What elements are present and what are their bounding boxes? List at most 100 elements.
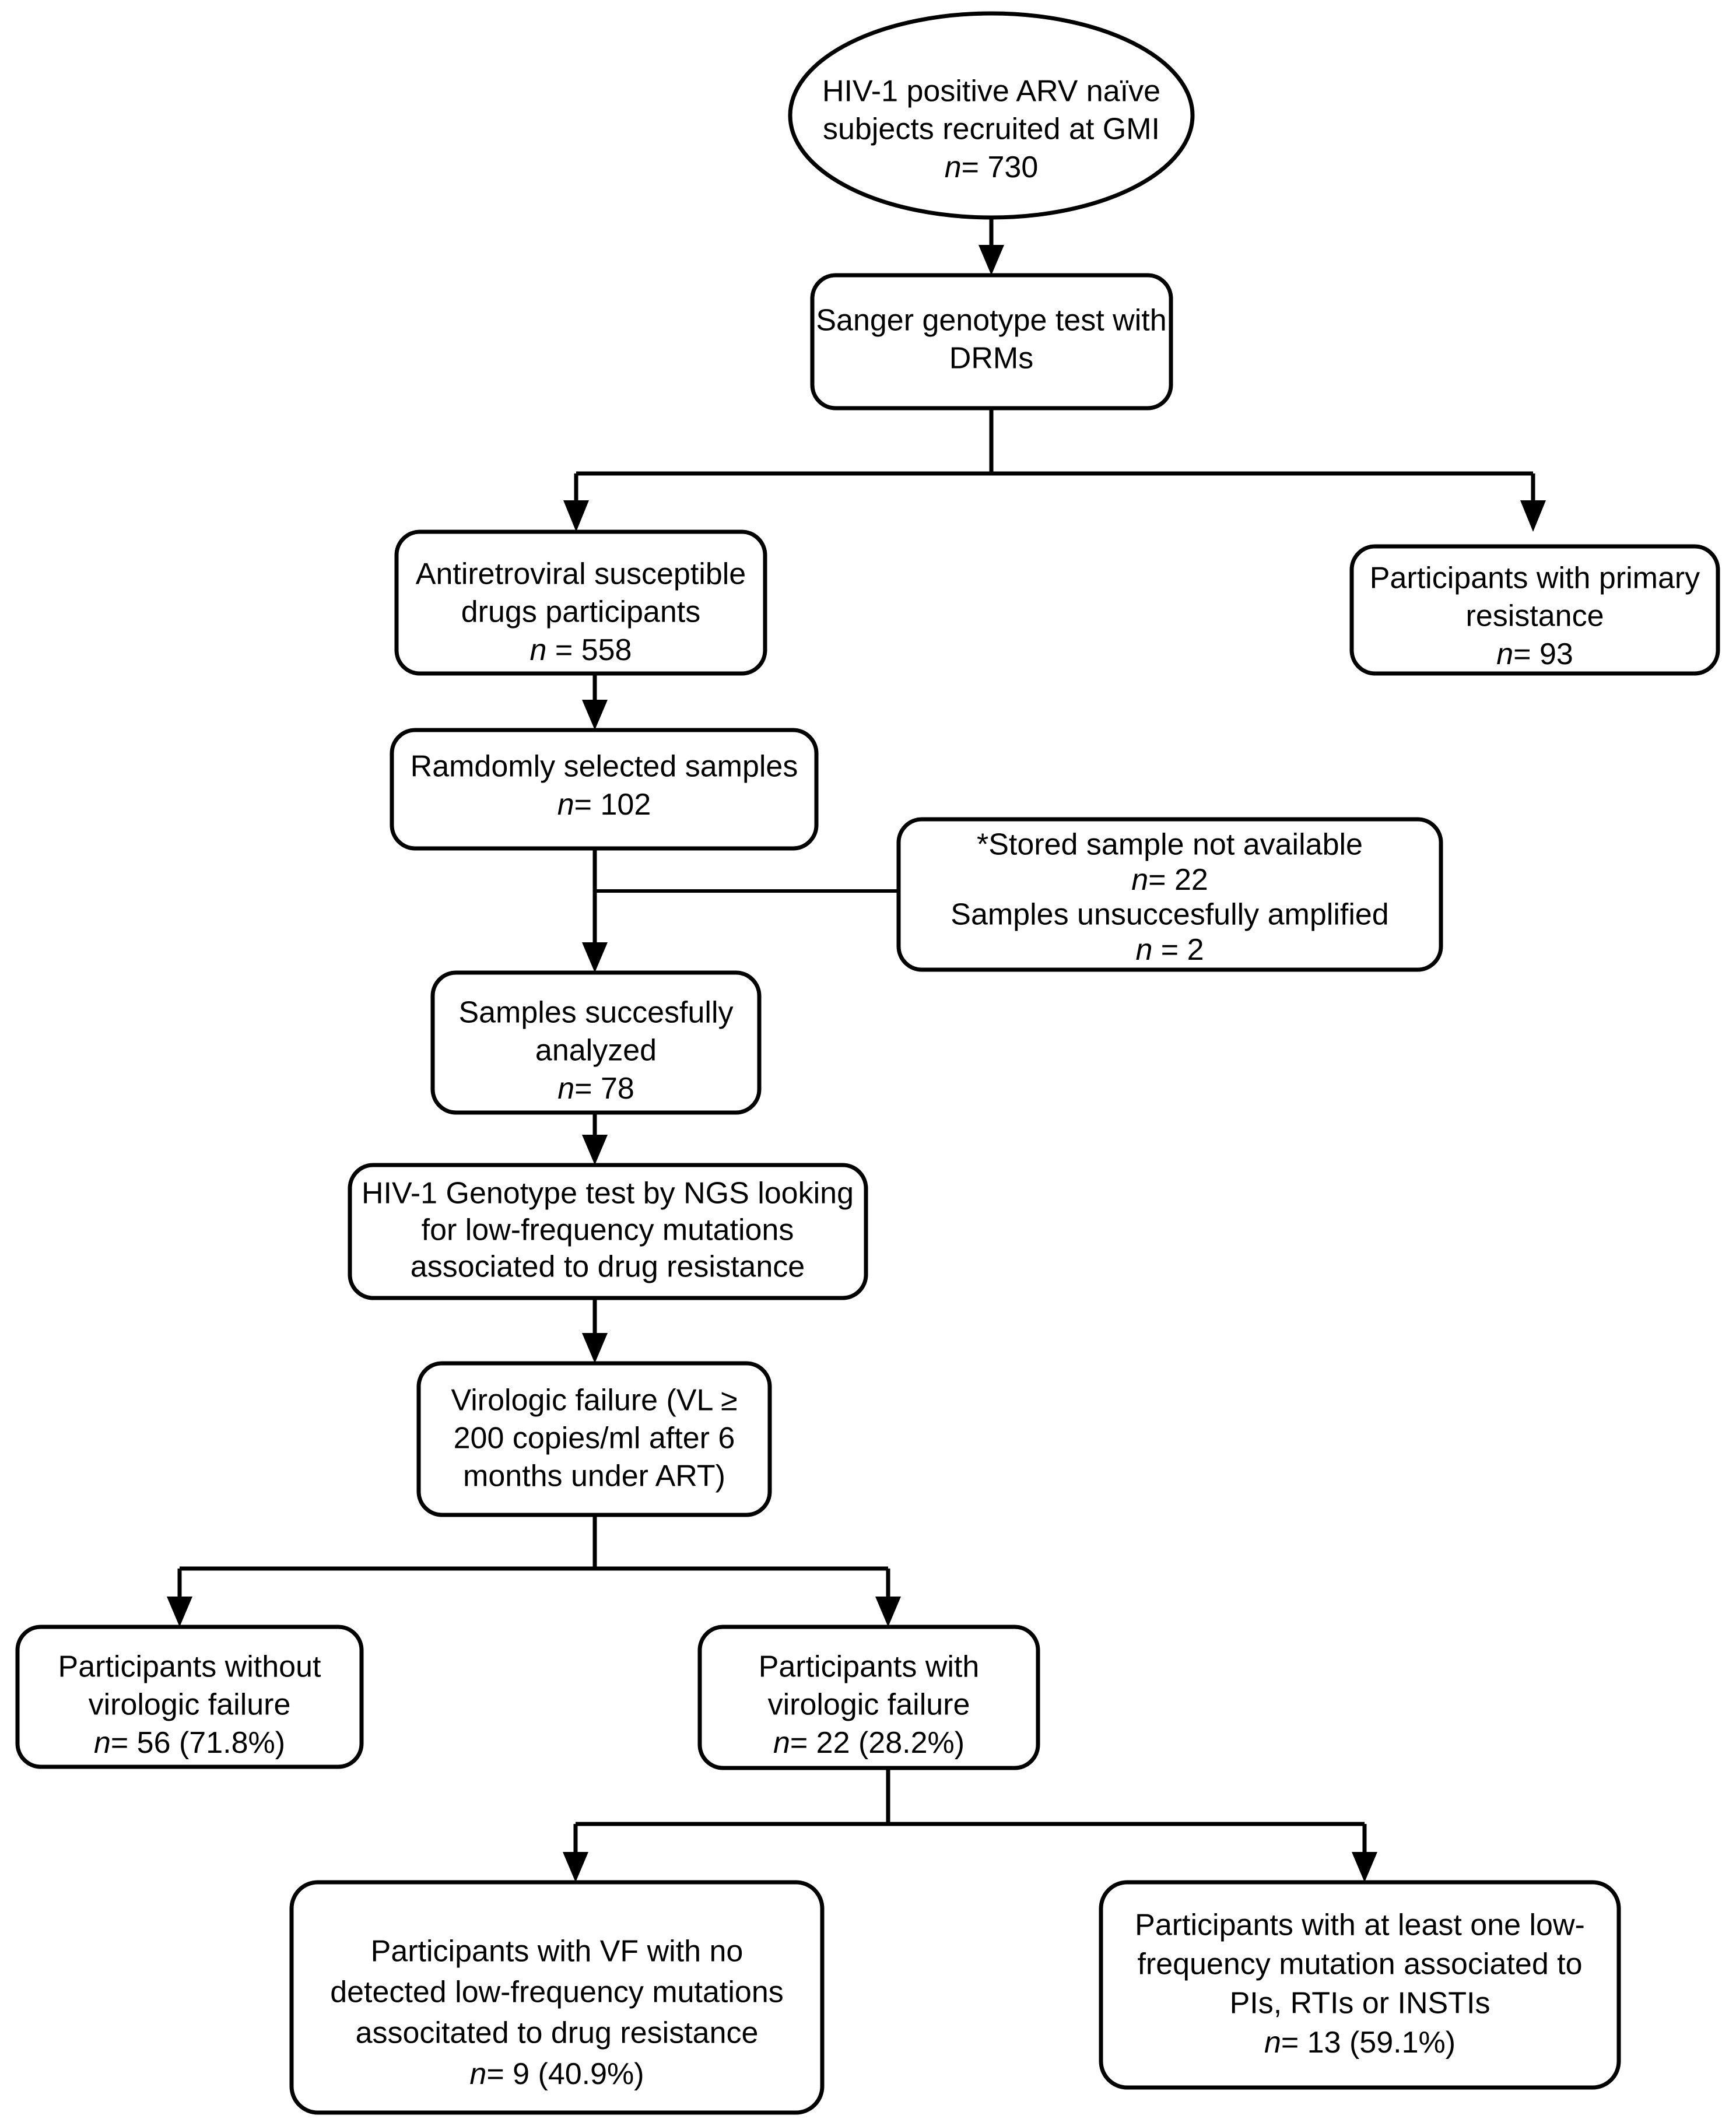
node-recruited[interactable]: HIV-1 positive ARV naïve subjects recrui…: [788, 11, 1195, 220]
without-vf-line-3: n= 56 (71.8%): [94, 1726, 285, 1760]
arrow-head-with-vf: [875, 1597, 901, 1627]
vf-no-mutations-line-1: Participants with VF with no: [371, 1935, 744, 1969]
vf-with-mutations-line-1: Participants with at least one low-: [1135, 1909, 1585, 1942]
with-vf-n-italic: n: [773, 1726, 790, 1760]
vf-no-mutations-line-4: n= 9 (40.9%): [469, 2057, 644, 2091]
ngs-test-shape: [348, 1163, 868, 1300]
without-vf-shape: [15, 1625, 364, 1769]
arrow-head-susceptible: [563, 500, 589, 532]
analyzed-line-1: Samples succesfully: [458, 996, 733, 1030]
primary-resistance-line-3: n= 93: [1496, 637, 1573, 671]
arrow-head-ngs: [582, 1135, 608, 1165]
vf-with-mutations-n-italic: n: [1264, 2026, 1281, 2060]
arrow-head-primary-resistance: [1520, 500, 1546, 532]
node-analyzed[interactable]: Samples succesfully analyzed n= 78: [430, 970, 762, 1115]
recruited-line-1: HIV-1 positive ARV naïve: [822, 75, 1160, 108]
excluded-samples-n1-value: = 22: [1148, 863, 1208, 897]
arrow-head-vf-def: [582, 1333, 608, 1363]
virologic-failure-def-shape: [416, 1361, 772, 1517]
analyzed-n-value: = 78: [574, 1072, 634, 1106]
arrow-head-vf-with-mutations: [1352, 1852, 1377, 1882]
randomly-selected-shape: [390, 728, 819, 851]
recruited-line-3: n= 730: [945, 150, 1039, 184]
excluded-samples-n2-italic: n: [1135, 933, 1152, 967]
susceptible-shape: [394, 529, 767, 676]
arrow-head-vf-no-mutations: [563, 1852, 588, 1882]
arrow-head-sanger: [979, 245, 1004, 275]
vf-with-mutations-shape: [1099, 1880, 1621, 2090]
excluded-samples-n1-italic: n: [1131, 863, 1148, 897]
randomly-selected-n-value: = 102: [574, 788, 651, 822]
node-primary-resistance[interactable]: Participants with primary resistance n= …: [1349, 544, 1720, 676]
excluded-samples-line-3: Samples unsuccesfully amplified: [951, 898, 1388, 932]
vf-with-mutations-line-3: PIs, RTIs or INSTIs: [1230, 1987, 1490, 2020]
analyzed-shape: [430, 970, 762, 1115]
susceptible-line-2: drugs participants: [461, 595, 700, 629]
node-with-vf[interactable]: Participants with virologic failure n= 2…: [697, 1625, 1040, 1770]
susceptible-n-italic: n: [530, 633, 547, 667]
susceptible-line-1: Antiretroviral susceptible: [416, 557, 746, 591]
primary-resistance-line-2: resistance: [1466, 599, 1604, 633]
primary-resistance-n-value: = 93: [1513, 637, 1573, 671]
excluded-samples-line-4: n = 2: [1135, 933, 1204, 967]
randomly-selected-n-italic: n: [557, 788, 574, 822]
excluded-samples-shape: [896, 817, 1443, 972]
arrow-head-random: [582, 700, 608, 730]
vf-with-mutations-line-2: frequency mutation associated to: [1137, 1948, 1582, 1981]
recruited-shape: [788, 11, 1195, 220]
vf-no-mutations-n-value: = 9 (40.9%): [486, 2057, 644, 2091]
excluded-samples-line-2: n= 22: [1131, 863, 1208, 897]
analyzed-line-2: analyzed: [535, 1034, 657, 1068]
excluded-samples-n2-value: = 2: [1152, 933, 1204, 967]
analyzed-line-3: n= 78: [557, 1072, 634, 1106]
vf-def-line-2: 200 copies/ml after 6: [454, 1422, 735, 1455]
susceptible-line-3: n = 558: [530, 633, 632, 667]
vf-no-mutations-n-italic: n: [469, 2057, 486, 2091]
connectors: [167, 216, 1546, 1882]
sanger-shape: [810, 273, 1173, 411]
node-susceptible[interactable]: Antiretroviral susceptible drugs partici…: [394, 529, 767, 676]
with-vf-line-2: virologic failure: [768, 1688, 970, 1722]
vf-no-mutations-shape: [289, 1880, 825, 2115]
vf-no-mutations-line-2: detected low-frequency mutations: [330, 1976, 784, 2009]
without-vf-line-1: Participants without: [58, 1650, 321, 1684]
vf-with-mutations-n-value: = 13 (59.1%): [1281, 2026, 1456, 2060]
vf-def-line-3: months under ART): [463, 1460, 725, 1493]
ngs-test-line-3: associated to drug resistance: [411, 1250, 805, 1284]
without-vf-line-2: virologic failure: [89, 1688, 291, 1722]
node-virologic-failure-def[interactable]: Virologic failure (VL ≥ 200 copies/ml af…: [416, 1361, 772, 1517]
node-ngs-test[interactable]: HIV-1 Genotype test by NGS looking for l…: [348, 1163, 868, 1300]
vf-no-mutations-line-3: associtated to drug resistance: [356, 2016, 759, 2050]
primary-resistance-n-italic: n: [1496, 637, 1513, 671]
randomly-selected-line-1: Ramdomly selected samples: [411, 750, 798, 784]
recruited-n-value: = 730: [962, 150, 1039, 184]
without-vf-n-value: = 56 (71.8%): [111, 1726, 285, 1760]
node-randomly-selected[interactable]: Ramdomly selected samples n= 102: [390, 728, 819, 851]
ngs-test-line-2: for low-frequency mutations: [422, 1213, 794, 1247]
with-vf-line-3: n= 22 (28.2%): [773, 1726, 965, 1760]
recruited-line-2: subjects recruited at GMI: [823, 113, 1160, 146]
node-without-vf[interactable]: Participants without virologic failure n…: [15, 1625, 364, 1769]
susceptible-n-value: = 558: [546, 633, 632, 667]
primary-resistance-shape: [1349, 544, 1720, 676]
node-excluded-samples[interactable]: *Stored sample not available n= 22 Sampl…: [896, 817, 1443, 972]
with-vf-line-1: Participants with: [759, 1650, 980, 1684]
node-vf-with-mutations[interactable]: Participants with at least one low- freq…: [1099, 1880, 1621, 2090]
vf-with-mutations-line-4: n= 13 (59.1%): [1264, 2026, 1456, 2060]
node-vf-no-mutations[interactable]: Participants with VF with no detected lo…: [289, 1880, 825, 2115]
without-vf-n-italic: n: [94, 1726, 111, 1760]
sanger-line-2: DRMs: [949, 342, 1033, 376]
arrow-head-analyzed: [582, 942, 608, 973]
randomly-selected-line-2: n= 102: [557, 788, 651, 822]
vf-def-line-1: Virologic failure (VL ≥: [451, 1384, 738, 1418]
recruited-n-italic: n: [945, 150, 962, 184]
with-vf-n-value: = 22 (28.2%): [790, 1726, 965, 1760]
analyzed-n-italic: n: [557, 1072, 574, 1106]
with-vf-shape: [697, 1625, 1040, 1770]
arrow-head-without-vf: [167, 1597, 192, 1627]
node-sanger[interactable]: Sanger genotype test with DRMs: [810, 273, 1173, 411]
primary-resistance-line-1: Participants with primary: [1370, 562, 1700, 595]
ngs-test-line-1: HIV-1 Genotype test by NGS looking: [362, 1177, 854, 1211]
